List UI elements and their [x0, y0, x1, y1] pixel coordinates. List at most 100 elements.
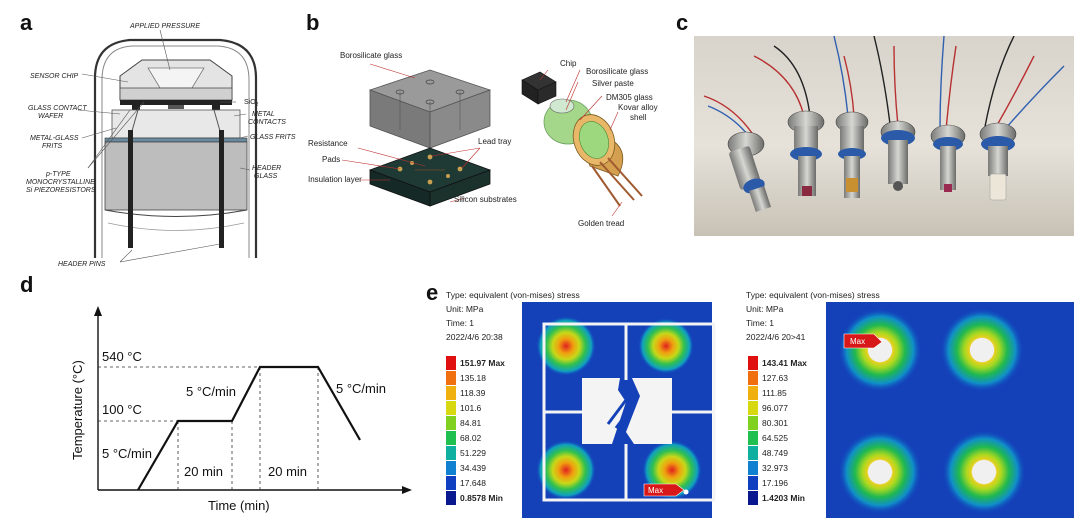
right-legend-value: 80.301 [762, 418, 788, 428]
right-legend-swatch [748, 446, 758, 460]
label-ptype: p-TYPE [45, 171, 71, 178]
label-golden-tread: Golden tread [578, 219, 624, 228]
right-legend-swatch [748, 461, 758, 475]
right-stress-map: Max [826, 302, 1074, 518]
panel-letter-a: a [20, 10, 33, 35]
label-sensor-chip: SENSOR CHIP [30, 73, 79, 80]
sensor-unit-5 [930, 124, 966, 192]
label-resistance: Resistance [308, 139, 348, 148]
segment-label-ramp-1: 5 °C/min [102, 446, 152, 461]
label-header-pins: HEADER PINS [58, 261, 106, 268]
left-legend-swatch [446, 416, 456, 430]
label-header-glass: GLASS [254, 173, 278, 180]
right-legend-swatch [748, 386, 758, 400]
left-legend-value: 101.6 [460, 403, 482, 413]
segment-label-hold-1: 20 min [184, 464, 223, 479]
left-legend-swatch [446, 461, 456, 475]
level-label-100: 100 °C [102, 402, 142, 417]
label-lead-tray: Lead tray [478, 137, 511, 146]
right-legend-swatch [748, 476, 758, 490]
right-legend-swatch [748, 371, 758, 385]
left-legend-value: 151.97 Max [460, 358, 505, 368]
panel-letter-d: d [20, 272, 34, 297]
label-pads: Pads [322, 155, 340, 164]
label-sio2: SiO2 [244, 99, 259, 108]
sensor-unit-6 [979, 122, 1017, 201]
level-label-540: 540 °C [102, 349, 142, 364]
temperature-profile-line [137, 365, 361, 491]
sensor-unit-1 [727, 131, 772, 212]
label-borosilicate-glass-2: Borosilicate glass [586, 67, 648, 76]
left-legend-value: 51.229 [460, 448, 486, 458]
segment-label-ramp-2: 5 °C/min [186, 384, 236, 399]
right-max-tag: Max [850, 337, 865, 346]
right-legend-swatch [748, 416, 758, 430]
left-legend-swatch [446, 401, 456, 415]
right-date-line: 2022/4/6 20>41 [746, 332, 806, 342]
right-legend-value: 96.077 [762, 403, 788, 413]
label-contacts: CONTACTS [248, 119, 286, 126]
sensor-unit-4 [880, 120, 916, 191]
left-legend-swatch [446, 491, 456, 505]
left-legend-value: 17.648 [460, 478, 486, 488]
panel-d-temperature-chart: Temperature (°C) Time (min) 540 °C 100 °… [70, 306, 412, 513]
right-legend-value: 143.41 Max [762, 358, 807, 368]
right-legend-value: 127.63 [762, 373, 788, 383]
left-max-tag: Max [648, 486, 663, 495]
label-monocrystalline: MONOCRYSTALLINE [26, 179, 95, 186]
panel-e-stress-maps: Type: equivalent (von-mises) stress Unit… [446, 290, 1074, 518]
label-silver-paste: Silver paste [592, 79, 634, 88]
panel-a-sensor-diagram: APPLIED PRESSURE SENSOR CHIP SiO2 GLASS … [26, 23, 296, 268]
label-insulation-layer: Insulation layer [308, 175, 362, 184]
left-legend-value: 68.02 [460, 433, 482, 443]
right-legend-value: 17.196 [762, 478, 788, 488]
y-axis-label: Temperature (°C) [70, 360, 85, 460]
segment-label-ramp-down: 5 °C/min [336, 381, 386, 396]
label-header: HEADER [252, 165, 281, 172]
left-legend-value: 135.18 [460, 373, 486, 383]
right-legend-value: 32.973 [762, 463, 788, 473]
left-legend-swatch [446, 356, 456, 370]
right-legend-swatch [748, 431, 758, 445]
right-type-line: Type: equivalent (von-mises) stress [746, 290, 880, 300]
panel-letter-b: b [306, 10, 320, 35]
right-legend: 143.41 Max 127.63 111.85 96.077 80.301 64.525… [748, 356, 807, 505]
label-applied-pressure: APPLIED PRESSURE [129, 23, 200, 30]
housing-dome [93, 38, 258, 258]
label-kovar: Kovar alloy [618, 103, 658, 112]
left-legend-swatch [446, 386, 456, 400]
left-legend-value: 34.439 [460, 463, 486, 473]
right-legend-swatch [748, 401, 758, 415]
label-glass-contact: GLASS CONTACT [28, 105, 87, 112]
packaged-sensor [521, 71, 643, 207]
right-legend-swatch [748, 356, 758, 370]
left-unit-line: Unit: MPa [446, 304, 484, 314]
left-type-line: Type: equivalent (von-mises) stress [446, 290, 580, 300]
label-metal: METAL [252, 111, 275, 118]
right-legend-swatch [748, 491, 758, 505]
left-legend-swatch [446, 446, 456, 460]
right-legend-value: 48.749 [762, 448, 788, 458]
right-legend-value: 1.4203 Min [762, 493, 805, 503]
left-legend-value: 118.39 [460, 388, 486, 398]
label-borosilicate-glass: Borosilicate glass [340, 51, 402, 60]
left-legend-swatch [446, 476, 456, 490]
label-chip: Chip [560, 59, 577, 68]
panel-letter-e: e [426, 280, 439, 305]
left-legend-swatch [446, 371, 456, 385]
panel-c-sensor-photo [694, 36, 1074, 236]
sensor-unit-3 [835, 111, 869, 198]
label-frits: FRITS [42, 143, 63, 150]
sensor-unit-2 [787, 110, 825, 196]
right-legend-value: 111.85 [762, 388, 787, 398]
right-unit-line: Unit: MPa [746, 304, 784, 314]
label-shell: shell [630, 113, 647, 122]
left-legend-value: 0.8578 Min [460, 493, 503, 503]
segment-label-hold-2: 20 min [268, 464, 307, 479]
x-axis-label: Time (min) [208, 498, 270, 513]
label-glass-frits: GLASS FRITS [250, 134, 296, 141]
left-date-line: 2022/4/6 20:38 [446, 332, 503, 342]
right-legend-value: 64.525 [762, 433, 788, 443]
right-time-line: Time: 1 [746, 318, 774, 328]
label-wafer: WAFER [38, 113, 63, 120]
